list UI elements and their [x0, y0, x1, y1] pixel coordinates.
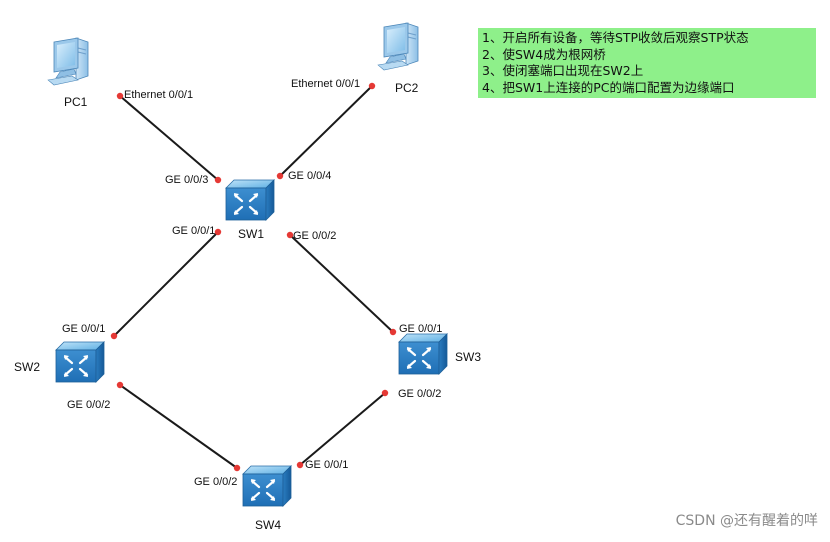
sw3-label: SW3 [455, 350, 482, 364]
sw4-label: SW4 [255, 518, 282, 532]
port-dot-sw3-ge1 [389, 328, 397, 336]
link-sw1-sw2 [113, 231, 219, 337]
port-dot-sw4-ge1 [296, 461, 304, 469]
links [113, 85, 394, 469]
sw4-ge1-label: GE 0/0/1 [305, 459, 349, 471]
pc1-label: PC1 [64, 95, 88, 109]
pc2-icon[interactable] [377, 22, 419, 71]
port-dot-sw1-ge4 [276, 172, 284, 180]
sw3-ge1-label: GE 0/0/1 [399, 323, 443, 335]
sw2-switch-icon[interactable] [54, 340, 106, 384]
link-sw2-sw4 [119, 384, 238, 469]
note-line-3: 3、使闭塞端口出现在SW2上 [482, 63, 644, 78]
sw2-ge1-label: GE 0/0/1 [62, 323, 106, 335]
sw1-label: SW1 [238, 227, 265, 241]
note-line-1: 1、开启所有设备，等待STP收敛后观察STP状态 [482, 30, 749, 45]
sw1-ge4-label: GE 0/0/4 [288, 170, 332, 182]
task-notes: 1、开启所有设备，等待STP收敛后观察STP状态 2、使SW4成为根网桥 3、使… [478, 28, 816, 98]
sw1-ge3-label: GE 0/0/3 [165, 174, 209, 186]
port-dot-sw4-ge2 [233, 464, 241, 472]
port-dot-sw1-ge2 [286, 231, 294, 239]
link-sw3-sw4 [299, 392, 386, 466]
port-dot-pc2 [368, 82, 376, 90]
port-dot-sw3-ge2 [381, 389, 389, 397]
sw3-ge2-label: GE 0/0/2 [398, 388, 442, 400]
sw1-switch-icon[interactable] [224, 178, 276, 222]
watermark: CSDN @还有醒着的咩 [675, 513, 818, 529]
sw1-ge1-label: GE 0/0/1 [172, 225, 216, 237]
sw4-ge2-label: GE 0/0/2 [194, 476, 238, 488]
port-dot-pc1 [116, 92, 124, 100]
sw2-ge2-label: GE 0/0/2 [67, 399, 111, 411]
pc1-port-label: Ethernet 0/0/1 [124, 89, 194, 101]
sw4-switch-icon[interactable] [241, 464, 293, 508]
note-line-4: 4、把SW1上连接的PC的端口配置为边缘端口 [482, 79, 735, 95]
sw2-label: SW2 [14, 360, 41, 374]
link-pc2-sw1 [279, 85, 373, 177]
note-line-2: 2、使SW4成为根网桥 [482, 46, 606, 62]
port-dots [110, 82, 397, 472]
sw3-switch-icon[interactable] [397, 332, 449, 376]
port-dot-sw2-ge2 [116, 381, 124, 389]
port-dot-sw1-ge3 [214, 176, 222, 184]
pc2-port-label: Ethernet 0/0/1 [291, 78, 361, 90]
pc1-icon[interactable] [47, 37, 89, 86]
link-pc1-sw1 [119, 95, 219, 181]
sw1-ge2-label: GE 0/0/2 [293, 230, 337, 242]
port-dot-sw1-ge1 [214, 228, 222, 236]
pc2-label: PC2 [395, 81, 419, 95]
link-sw1-sw3 [289, 234, 394, 333]
port-dot-sw2-ge1 [110, 332, 118, 340]
